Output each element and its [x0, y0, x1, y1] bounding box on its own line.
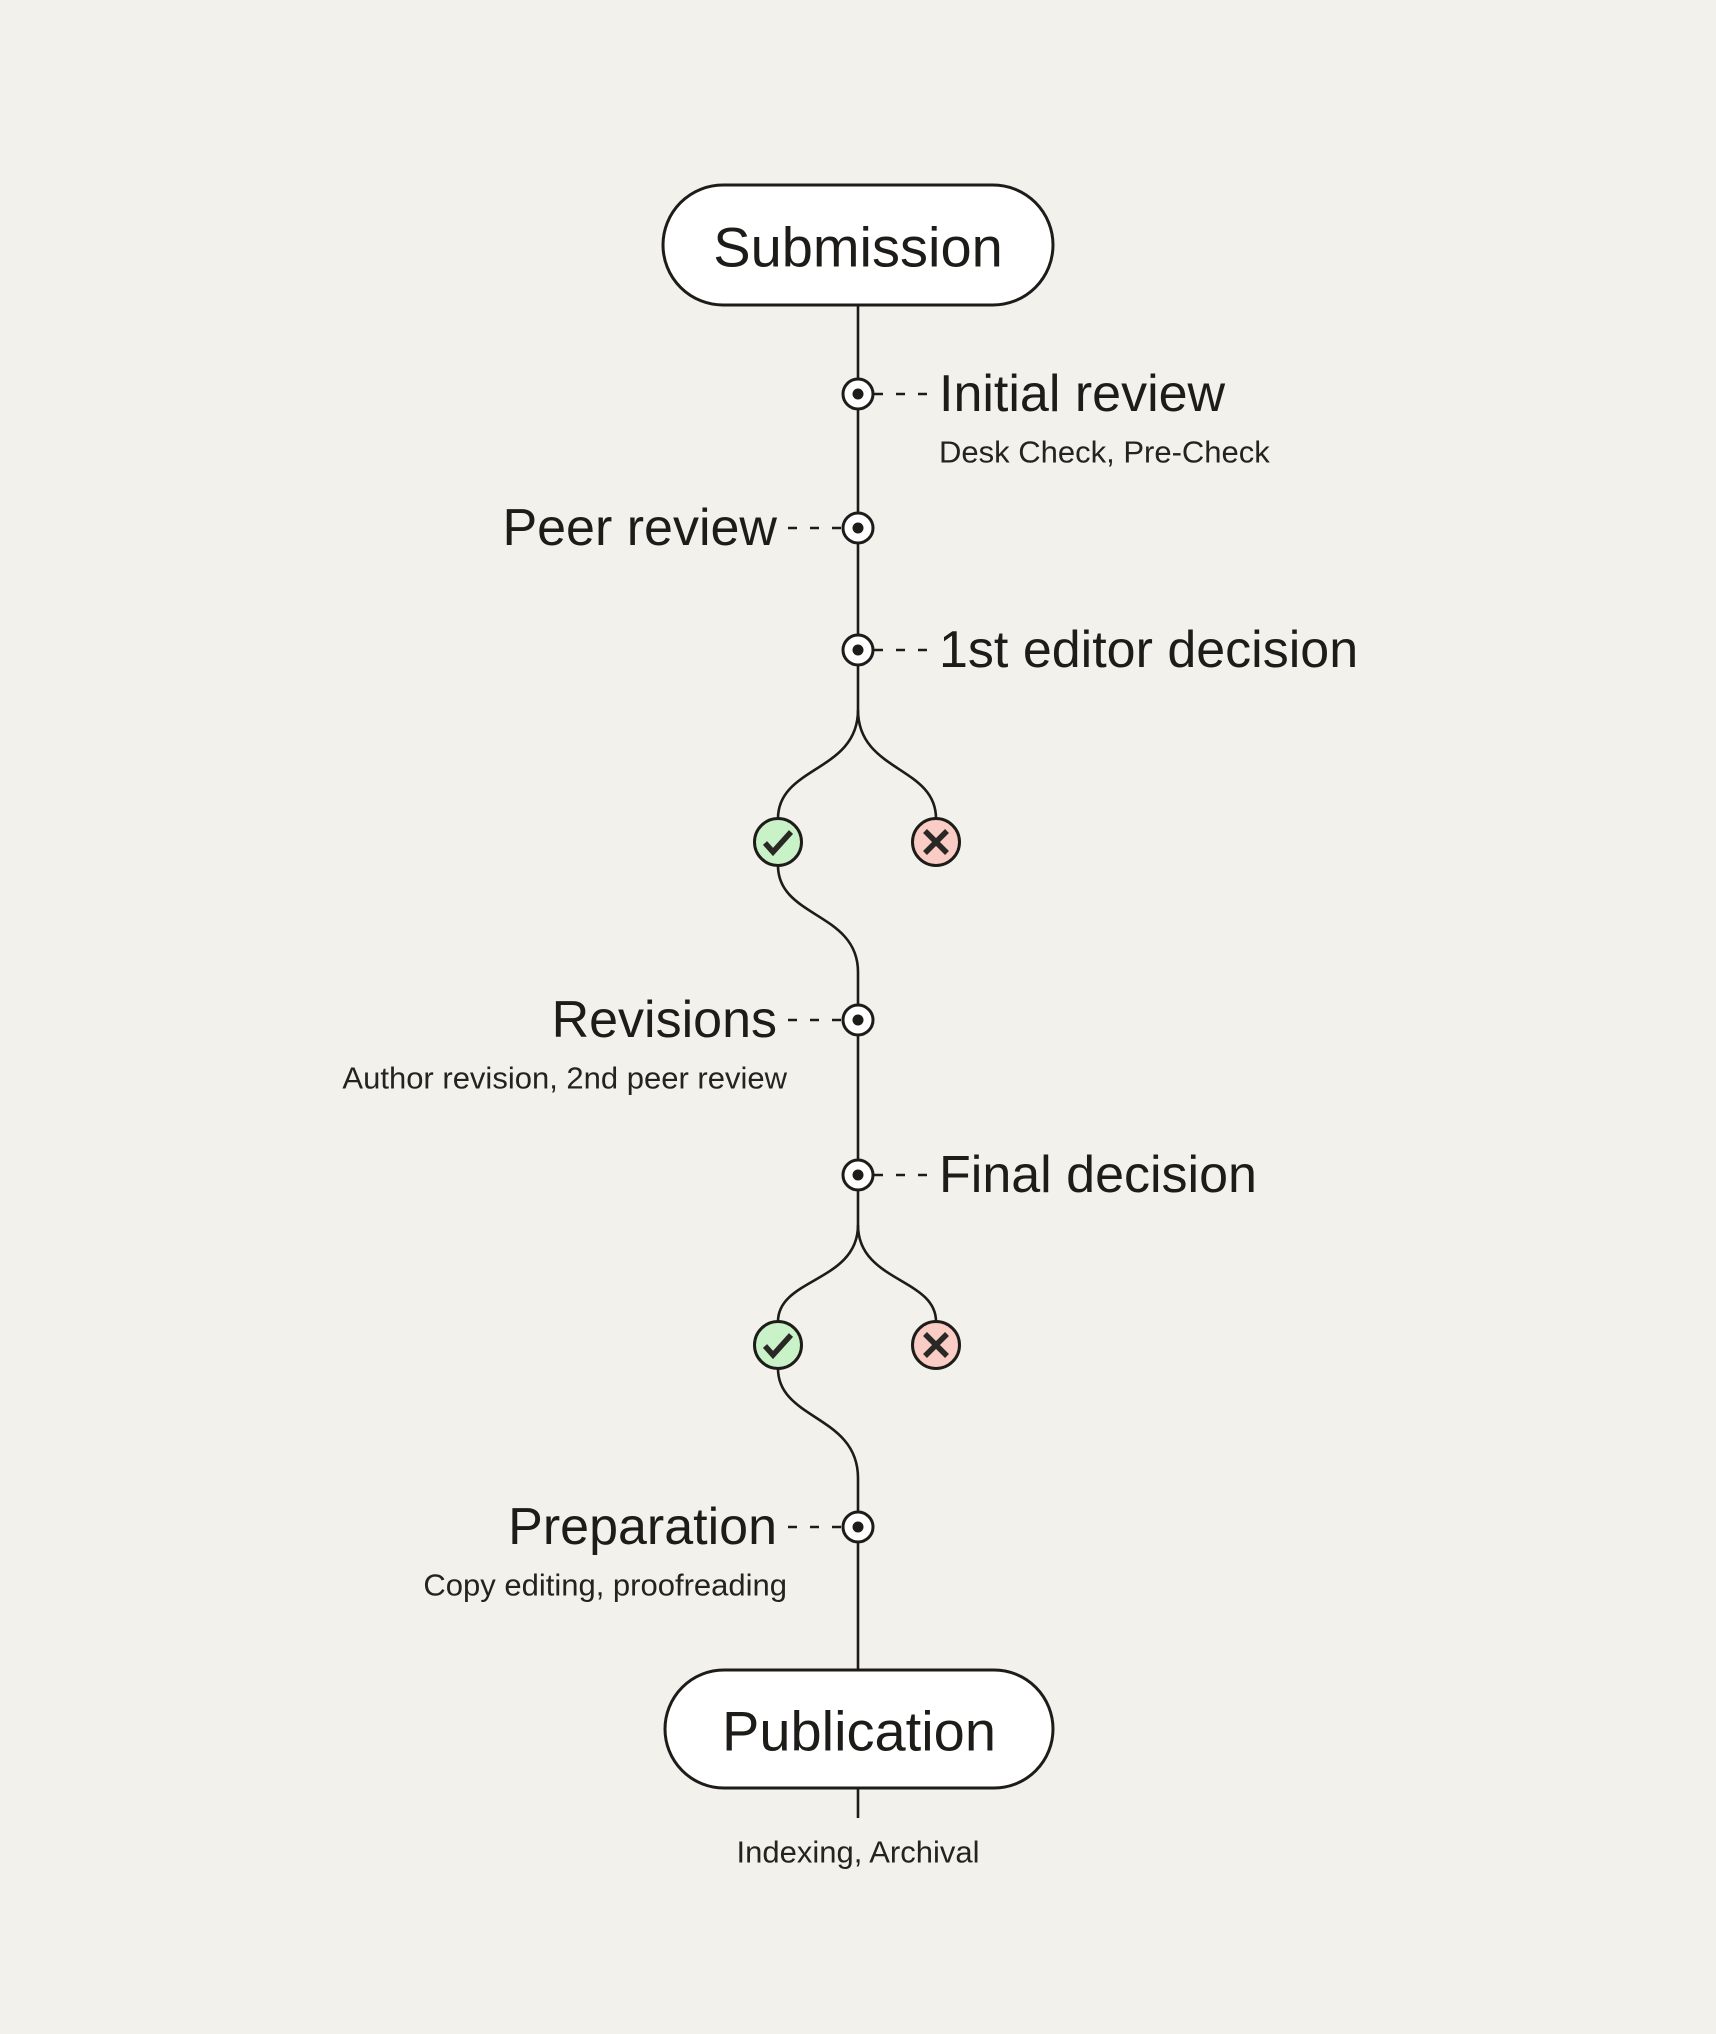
milestone-node-dot	[852, 644, 864, 656]
accept-circle	[753, 817, 803, 867]
step-revisions: Revisions Author revision, 2nd peer revi…	[342, 991, 875, 1096]
submission-pill	[661, 183, 1055, 307]
milestone-node-dot	[852, 522, 864, 534]
check-icon	[762, 830, 794, 857]
terminal-submission: Submission	[661, 183, 1055, 307]
decision1-reject	[911, 817, 961, 867]
decision2-accept	[753, 1320, 803, 1370]
step-title: Peer review	[502, 499, 777, 557]
fork2-reject-branch-line	[856, 1224, 938, 1322]
check-icon	[762, 1333, 794, 1360]
decision1-accept	[753, 817, 803, 867]
milestone-node-dot	[852, 1014, 864, 1026]
publication-pill	[663, 1668, 1055, 1790]
milestone-node-dot	[852, 388, 864, 400]
milestone-node-dot	[852, 1521, 864, 1533]
fork1-return-line	[776, 865, 860, 973]
step-peer-review: Peer review	[502, 499, 875, 557]
step-initial-review: Initial review Desk Check, Pre-Check	[841, 365, 1270, 470]
cross-icon	[923, 1332, 949, 1358]
accept-circle	[753, 1320, 803, 1370]
step-subtitle: Desk Check, Pre-Check	[939, 435, 1270, 470]
step-title: Final decision	[939, 1146, 1257, 1204]
decision2-reject	[911, 1320, 961, 1370]
submission-label: Submission	[713, 216, 1002, 279]
step-final-decision: Final decision	[841, 1146, 1257, 1204]
publication-label: Publication	[722, 1700, 996, 1763]
fork1-accept-branch-line	[776, 709, 860, 819]
fork2-accept-branch-line	[776, 1224, 860, 1322]
step-title: Initial review	[939, 365, 1226, 423]
fork2-return-line	[776, 1368, 860, 1479]
step-subtitle: Copy editing, proofreading	[423, 1568, 787, 1603]
step-title: 1st editor decision	[939, 621, 1358, 679]
milestone-node-dot	[852, 1169, 864, 1181]
step-preparation: Preparation Copy editing, proofreading	[423, 1498, 875, 1603]
flow-lines	[776, 305, 938, 1818]
step-title: Preparation	[508, 1498, 777, 1556]
step-subtitle: Author revision, 2nd peer review	[342, 1061, 787, 1096]
cross-icon	[923, 829, 949, 855]
step-first-editor-decision: 1st editor decision	[841, 621, 1358, 679]
fork1-reject-branch-line	[856, 709, 938, 819]
step-title: Revisions	[552, 991, 777, 1049]
terminal-publication: Publication Indexing, Archival	[663, 1668, 1055, 1870]
publication-subtitle: Indexing, Archival	[737, 1835, 980, 1870]
